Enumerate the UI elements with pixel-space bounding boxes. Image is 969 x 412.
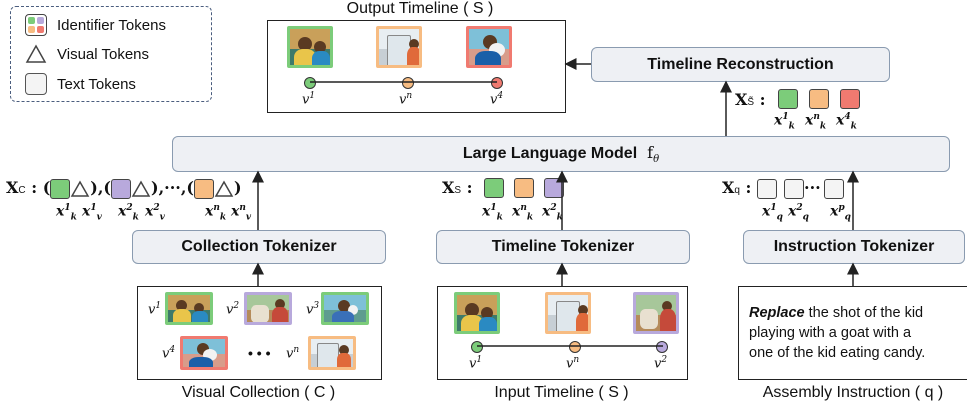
output-frame-kid-1 bbox=[287, 26, 333, 68]
xq-p-label: xpq bbox=[830, 203, 851, 223]
triangle-icon bbox=[25, 44, 47, 63]
collection-frame-n bbox=[308, 336, 356, 370]
output-token-k1-label: x1k bbox=[774, 112, 795, 132]
legend: Identifier Tokens Visual Tokens Text Tok… bbox=[10, 6, 212, 102]
collection-tokenizer-box: Collection Tokenizer bbox=[132, 230, 386, 264]
input-node-1 bbox=[471, 341, 483, 353]
input-frame-n bbox=[545, 292, 591, 334]
output-token-k1 bbox=[778, 89, 798, 109]
legend-text: Text Tokens bbox=[25, 73, 136, 95]
instruction-token-sequence: Xq : ··· bbox=[722, 178, 844, 199]
input-v2-label: v2 bbox=[654, 355, 668, 372]
instruction-frame: Replace the shot of the kid playing with… bbox=[738, 286, 967, 380]
output-node-1 bbox=[304, 77, 316, 89]
xc-v2-label: x2v bbox=[145, 203, 165, 223]
xc-k2-label: x2k bbox=[118, 203, 139, 223]
llm-box: Large Language Model fθ bbox=[172, 136, 950, 172]
legend-identifier: Identifier Tokens bbox=[25, 14, 166, 36]
xc-v1-label: x1v bbox=[82, 203, 102, 223]
collection-frame-1 bbox=[165, 292, 213, 325]
output-node-4 bbox=[491, 77, 503, 89]
collection-frame-4 bbox=[180, 336, 228, 370]
timeline-tokenizer-box: Timeline Tokenizer bbox=[436, 230, 690, 264]
output-timeline-caption: Output Timeline ( S ) bbox=[346, 0, 494, 17]
assembly-instruction-caption: Assembly Instruction ( q ) bbox=[762, 384, 944, 401]
output-token-k4-label: x4k bbox=[836, 112, 857, 132]
input-timeline-frame: v1 vn v2 bbox=[437, 286, 688, 380]
collection-v2-label: v2 bbox=[226, 301, 240, 318]
output-token-label: XS̃ : bbox=[735, 90, 766, 109]
timeline-token-kn bbox=[514, 178, 534, 198]
instruction-line-2: playing with a goat with a bbox=[749, 325, 912, 341]
timeline-reconstruction-box: Timeline Reconstruction bbox=[591, 47, 890, 82]
xs-kn-label: xnk bbox=[512, 203, 534, 223]
collection-vn-label: vn bbox=[286, 345, 300, 362]
identifier-token-icon bbox=[25, 14, 47, 36]
instruction-tokenizer-box: Instruction Tokenizer bbox=[743, 230, 965, 264]
collection-frame-3 bbox=[321, 292, 369, 325]
input-frame-2 bbox=[633, 292, 679, 334]
visual-collection-frame: v1 v2 v3 v4 • • • vn bbox=[137, 286, 382, 380]
visual-collection-caption: Visual Collection ( C ) bbox=[181, 384, 336, 401]
output-frame-zoo-booth bbox=[376, 26, 422, 68]
output-token-kn-label: xnk bbox=[805, 112, 827, 132]
instruction-verb: Replace bbox=[749, 305, 805, 321]
timeline-token-label: XS : bbox=[442, 178, 473, 197]
timeline-token-k1 bbox=[484, 178, 504, 198]
output-token-k4 bbox=[840, 89, 860, 109]
output-v4-label: v4 bbox=[490, 91, 504, 108]
input-v1-label: v1 bbox=[469, 355, 483, 372]
output-v1-label: v1 bbox=[302, 91, 316, 108]
input-node-2 bbox=[656, 341, 668, 353]
legend-identifier-label: Identifier Tokens bbox=[57, 16, 166, 34]
instruction-line-1: Replace the shot of the kid bbox=[749, 305, 924, 321]
output-frame-candy bbox=[466, 26, 512, 68]
output-timeline-frame: v1 vn v4 bbox=[267, 20, 566, 113]
collection-token-sequence: XC : (),(),···,() bbox=[6, 178, 242, 199]
output-node-n bbox=[402, 77, 414, 89]
llm-symbol: fθ bbox=[647, 142, 660, 166]
collection-v4-label: v4 bbox=[162, 345, 176, 362]
xc-k1-label: x1k bbox=[56, 203, 77, 223]
collection-v1-label: v1 bbox=[148, 301, 162, 318]
xs-k2-label: x2k bbox=[542, 203, 563, 223]
collection-more-dots: • • • bbox=[248, 345, 271, 361]
input-frame-1 bbox=[454, 292, 500, 334]
legend-visual: Visual Tokens bbox=[25, 44, 149, 64]
input-vn-label: vn bbox=[566, 355, 580, 372]
output-vn-label: vn bbox=[399, 91, 413, 108]
legend-visual-label: Visual Tokens bbox=[57, 45, 150, 63]
llm-label: Large Language Model bbox=[462, 145, 638, 162]
collection-v3-label: v3 bbox=[306, 301, 320, 318]
xq-2-label: x2q bbox=[788, 203, 809, 223]
xc-kn-label: xnk bbox=[205, 203, 227, 223]
timeline-token-k2 bbox=[544, 178, 564, 198]
instruction-line-3: one of the kid eating candy. bbox=[749, 345, 926, 361]
collection-frame-2 bbox=[244, 292, 292, 325]
output-token-kn bbox=[809, 89, 829, 109]
xc-vn-label: xnv bbox=[231, 203, 252, 223]
xs-k1-label: x1k bbox=[482, 203, 503, 223]
legend-text-label: Text Tokens bbox=[57, 75, 136, 93]
input-timeline-caption: Input Timeline ( S ) bbox=[494, 384, 629, 401]
text-token-icon bbox=[25, 73, 47, 95]
xq-1-label: x1q bbox=[762, 203, 783, 223]
input-node-n bbox=[569, 341, 581, 353]
